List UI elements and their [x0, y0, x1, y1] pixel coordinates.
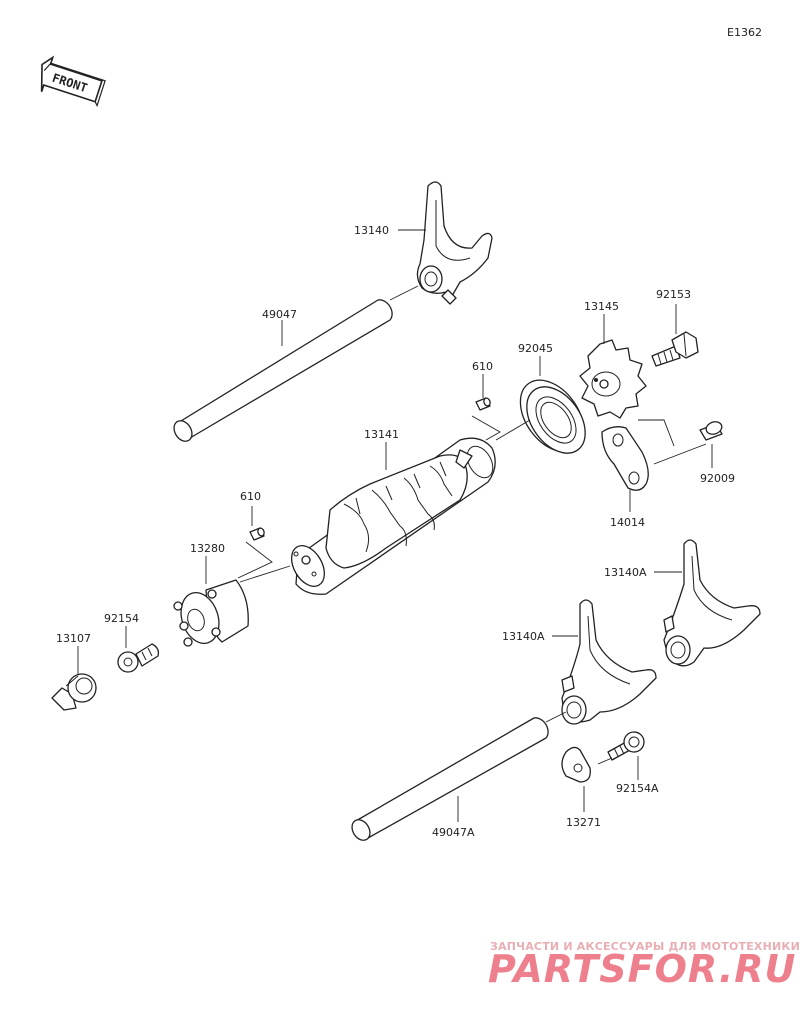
label-49047: 49047	[262, 308, 297, 321]
label-92009: 92009	[700, 472, 735, 485]
watermark-logo: PARTSFOR.RU	[488, 947, 796, 991]
label-92045: 92045	[518, 342, 553, 355]
label-13140: 13140	[354, 224, 389, 237]
label-13271: 13271	[566, 816, 601, 829]
label-92154: 92154	[104, 612, 139, 625]
leader-lines	[77, 229, 713, 822]
label-610-upper: 610	[472, 360, 493, 373]
front-arrow-icon: FRONT	[40, 55, 106, 108]
shift-drum-13141[interactable]	[285, 437, 498, 595]
label-13145: 13145	[584, 300, 619, 313]
plate-14014[interactable]	[601, 426, 649, 491]
cam-13145[interactable]	[579, 339, 647, 419]
pawl-13107[interactable]	[51, 673, 97, 711]
shaft-49047A[interactable]	[348, 717, 549, 844]
bolt-92153[interactable]	[651, 331, 699, 367]
label-13140A-right: 13140A	[604, 566, 647, 579]
screw-92009[interactable]	[699, 420, 724, 441]
label-13107: 13107	[56, 632, 91, 645]
watermark-tagline: ЗАПЧАСТИ И АКСЕССУАРЫ ДЛЯ МОТОТЕХНИКИ	[490, 940, 800, 953]
label-13140A-left: 13140A	[502, 630, 545, 643]
pin-610-lower[interactable]	[249, 527, 265, 541]
bolt-92154A[interactable]	[607, 731, 645, 761]
plate-13271[interactable]	[561, 746, 591, 783]
bearing-92045[interactable]	[507, 368, 597, 464]
label-14014: 14014	[610, 516, 645, 529]
shift-fork-13140[interactable]	[416, 181, 493, 305]
label-92154A: 92154A	[616, 782, 659, 795]
label-49047A: 49047A	[432, 826, 475, 839]
label-92153: 92153	[656, 288, 691, 301]
shift-fork-13140A-right[interactable]	[663, 539, 761, 667]
bolt-92154[interactable]	[117, 643, 160, 673]
pin-610-upper[interactable]	[475, 397, 491, 411]
holder-13280[interactable]	[173, 579, 249, 648]
label-13280: 13280	[190, 542, 225, 555]
label-13141: 13141	[364, 428, 399, 441]
shaft-49047[interactable]	[170, 299, 393, 445]
label-610-lower: 610	[240, 490, 261, 503]
shift-fork-13140A-left[interactable]	[561, 599, 657, 725]
diagram-code: E1362	[727, 26, 762, 39]
